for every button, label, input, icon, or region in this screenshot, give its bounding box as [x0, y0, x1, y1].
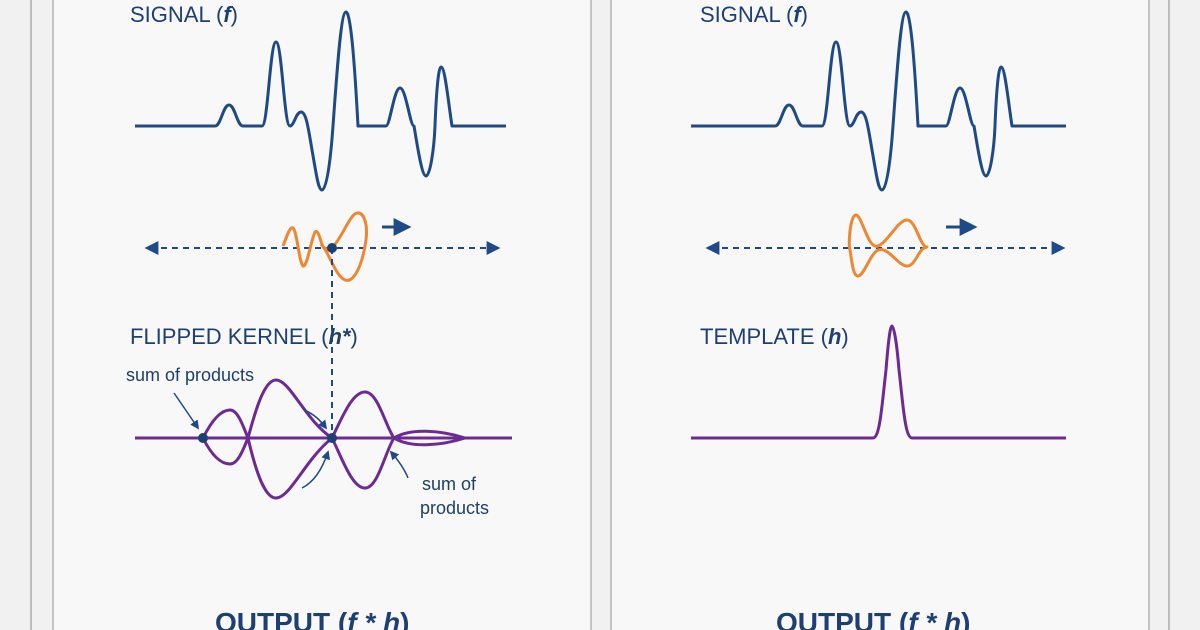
annotation-products: products	[420, 498, 489, 518]
pointer-arrow-icon	[301, 450, 330, 489]
frame-line-left	[30, 0, 32, 630]
correlation-panel	[610, 0, 1150, 630]
template-waveform	[691, 324, 1066, 440]
flipped-kernel-waveform	[201, 378, 466, 500]
frame-line-right	[1168, 0, 1170, 630]
left-output-label: OUTPUT (f * h)	[215, 607, 409, 630]
pointer-arrow-icon	[173, 392, 200, 430]
left-slider-group	[144, 211, 501, 438]
right-template-group: TEMPLATE (h)	[691, 324, 1066, 440]
dot-marker-icon	[327, 243, 337, 253]
right-signal-waveform	[691, 10, 1066, 192]
left-signal-label: SIGNAL (f)	[130, 2, 238, 27]
left-kernel-group: FLIPPED KERNEL (h*) sum of products sum …	[126, 324, 512, 518]
right-output-label: OUTPUT (f * h)	[776, 607, 970, 630]
flipped-kernel-label: FLIPPED KERNEL (h*)	[130, 324, 358, 349]
left-signal-group: SIGNAL (f)	[130, 2, 506, 192]
annotation-sum-of: sum of	[422, 474, 477, 494]
annotation-sum-of-products-top: sum of products	[126, 365, 254, 385]
dot-marker-icon	[327, 433, 337, 443]
template-label: TEMPLATE (h)	[700, 324, 849, 349]
left-kernel-waveform	[281, 211, 368, 282]
convolution-panel	[52, 0, 592, 630]
pointer-arrow-icon	[303, 409, 328, 430]
right-slider-group	[705, 213, 1066, 278]
right-signal-group: SIGNAL (f)	[691, 2, 1066, 192]
left-signal-waveform	[135, 10, 506, 192]
pointer-arrow-icon	[389, 450, 409, 479]
dot-marker-icon	[198, 433, 208, 443]
right-signal-label: SIGNAL (f)	[700, 2, 808, 27]
right-template-slider-waveform	[847, 213, 929, 278]
